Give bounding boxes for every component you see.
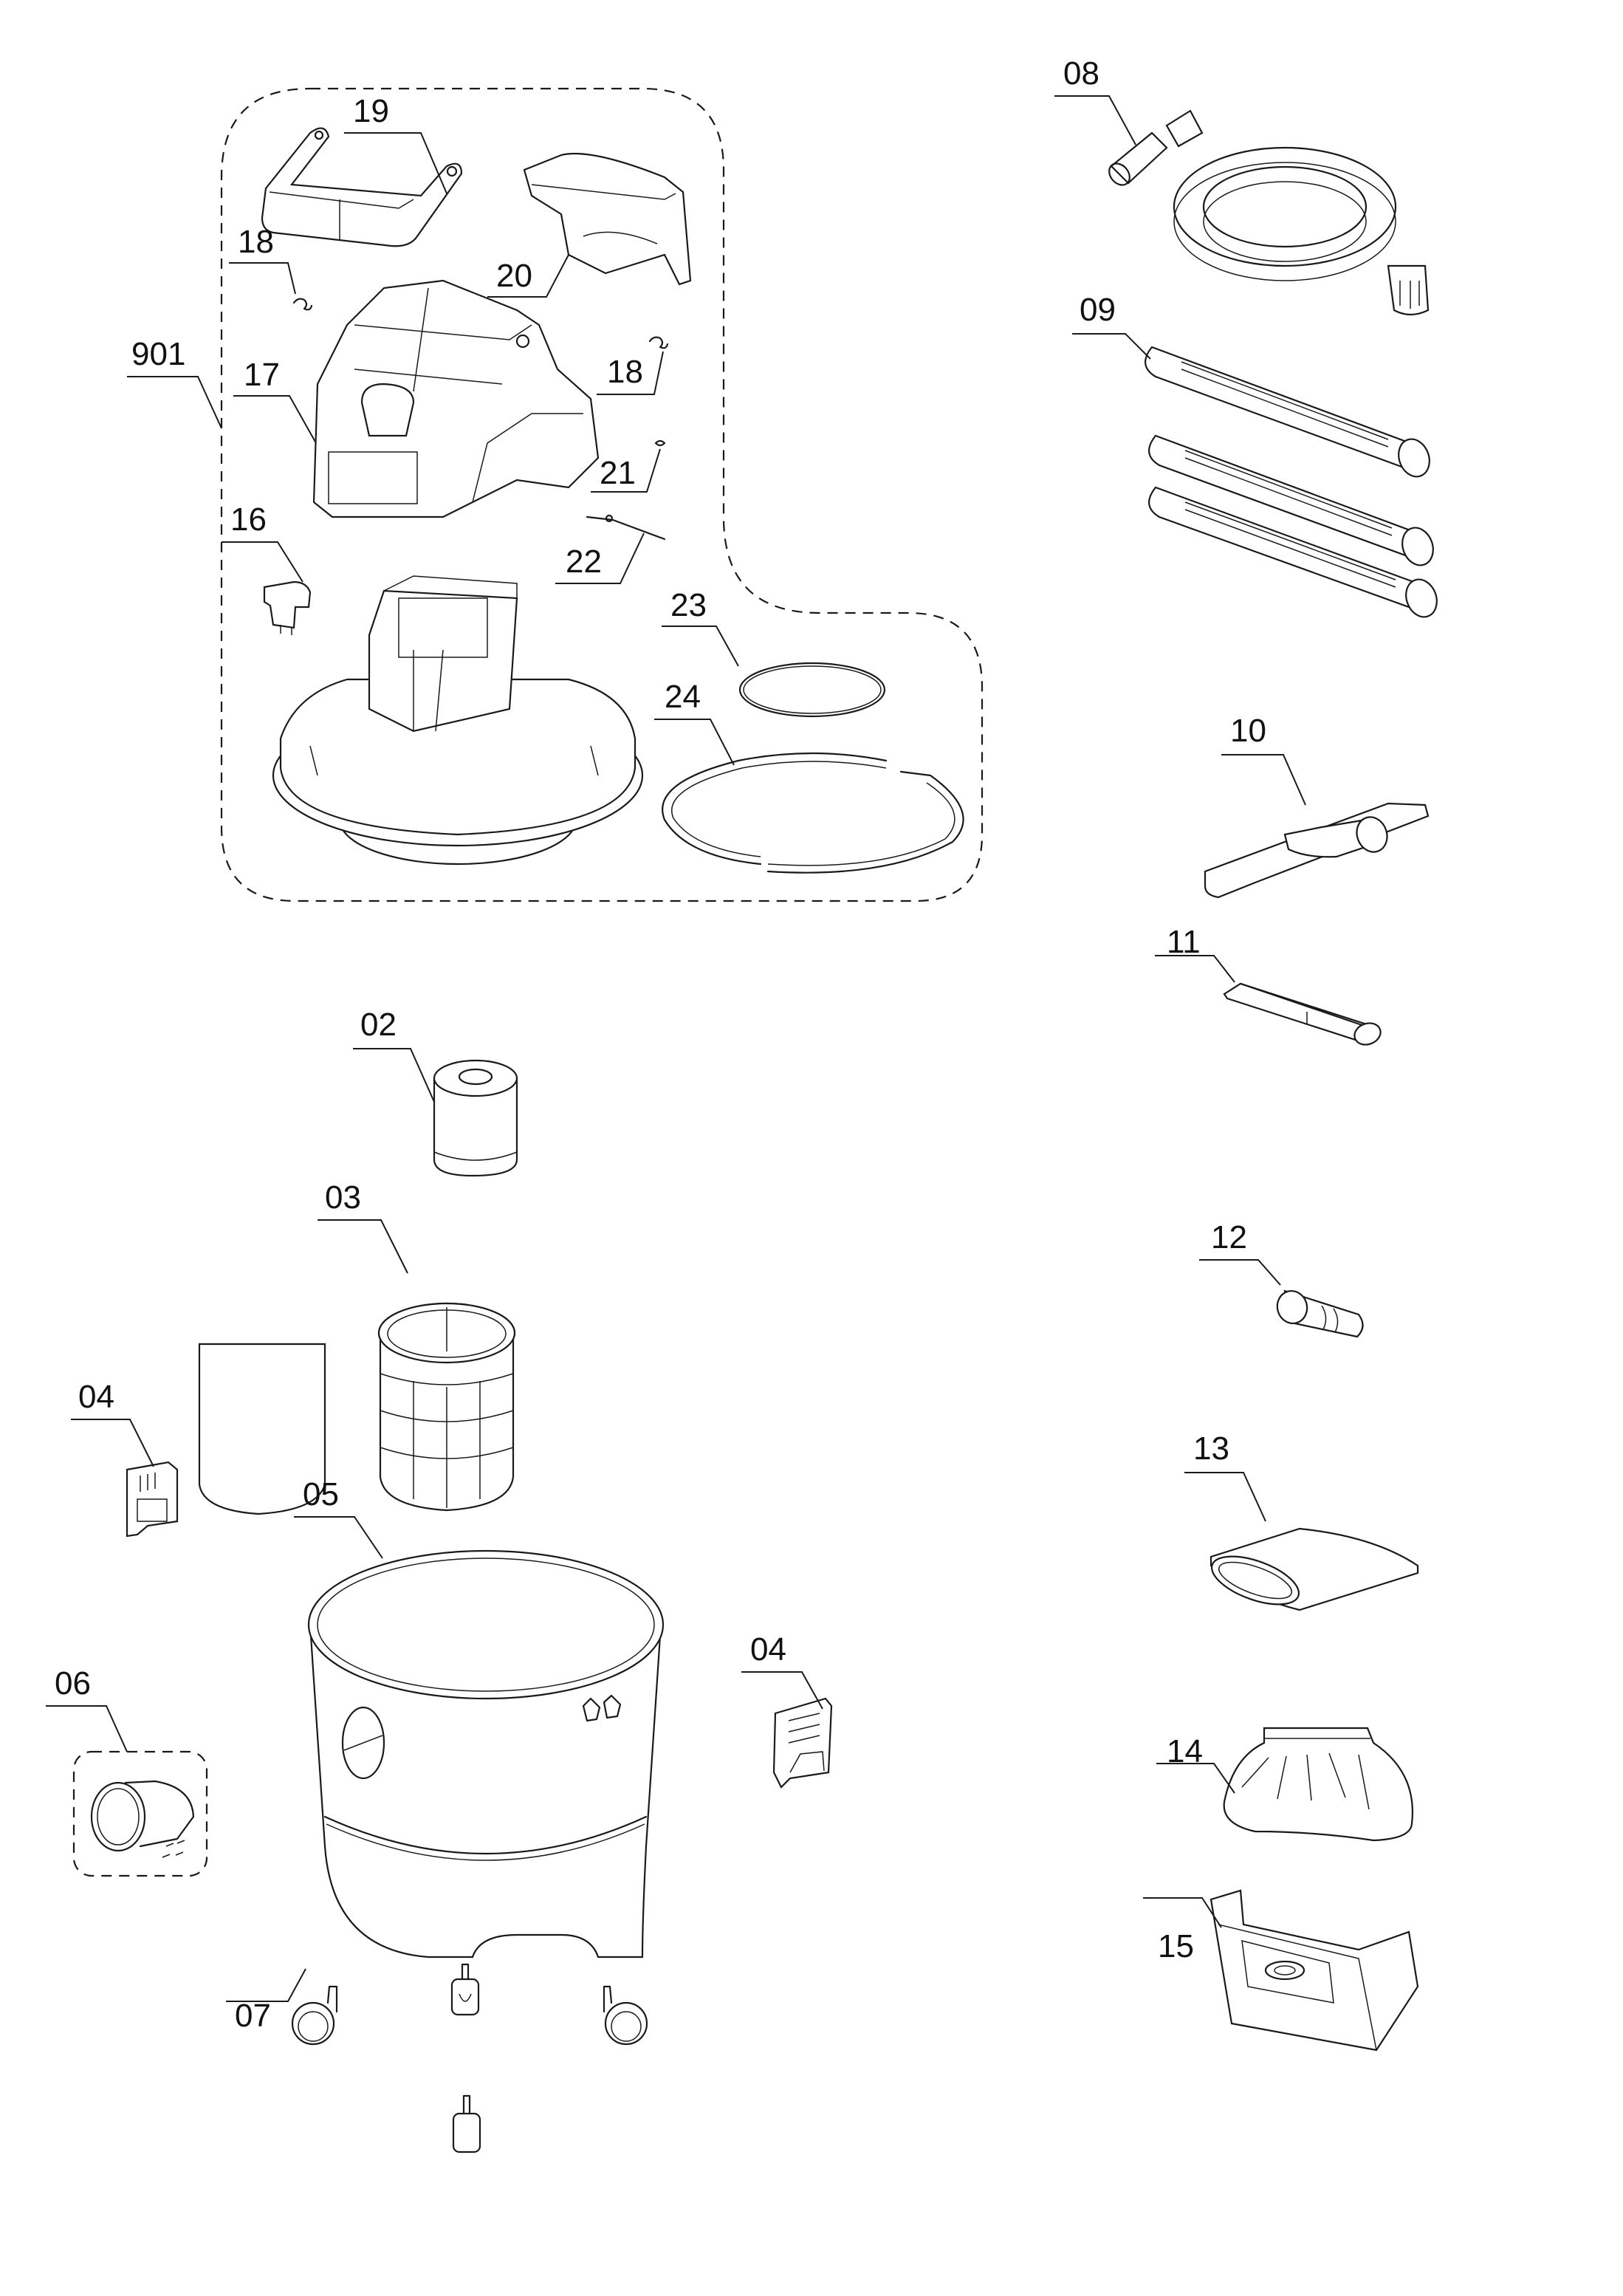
callout-02: 02 xyxy=(353,1007,435,1103)
callout-10-label: 10 xyxy=(1230,713,1266,749)
callout-18a-label: 18 xyxy=(238,224,274,260)
callout-05-label: 05 xyxy=(303,1476,339,1512)
part-14-cloth-bag xyxy=(1223,1727,1413,1842)
callout-17-label: 17 xyxy=(244,357,280,393)
callout-13: 13 xyxy=(1184,1430,1266,1522)
part-12-adapter xyxy=(1276,1289,1364,1338)
callout-20-label: 20 xyxy=(496,258,532,294)
callout-901: 901 xyxy=(127,336,222,429)
part-09-extension-tubes xyxy=(1145,346,1438,618)
callout-11: 11 xyxy=(1155,924,1235,983)
assembly-901-outline xyxy=(220,87,984,902)
callout-22: 22 xyxy=(555,532,645,584)
callout-19-label: 19 xyxy=(353,93,389,129)
callout-24-label: 24 xyxy=(665,679,701,715)
callout-21-label: 21 xyxy=(600,455,636,491)
part-16-switch xyxy=(263,580,312,635)
callout-03: 03 xyxy=(318,1179,408,1274)
part-18-clip-right xyxy=(648,336,669,349)
callout-04b: 04 xyxy=(741,1631,823,1710)
callout-22-label: 22 xyxy=(566,544,602,580)
part-08-hose xyxy=(1108,109,1430,316)
callout-18b: 18 xyxy=(597,351,664,395)
part-03-cage-body xyxy=(377,1302,516,1512)
callout-20: 20 xyxy=(487,254,569,298)
callout-11-label: 11 xyxy=(1167,924,1201,960)
callout-901-label: 901 xyxy=(131,336,185,372)
part-17-motor-housing xyxy=(312,279,600,518)
callout-10: 10 xyxy=(1221,713,1306,806)
callout-04a: 04 xyxy=(71,1379,154,1467)
callout-16-label: 16 xyxy=(230,501,267,538)
callout-06: 06 xyxy=(46,1665,128,1752)
callout-21: 21 xyxy=(591,448,661,493)
callout-15-label: 15 xyxy=(1158,1928,1194,1964)
callout-02-label: 02 xyxy=(360,1007,397,1043)
part-24-split-gasket xyxy=(662,752,964,874)
callout-04a-label: 04 xyxy=(78,1379,114,1415)
part-04-latch-right xyxy=(772,1697,833,1789)
part-07-castor-back xyxy=(450,1963,480,2016)
part-10-floor-nozzle xyxy=(1204,802,1430,899)
callout-06-label: 06 xyxy=(55,1665,91,1702)
part-15-paper-bag xyxy=(1209,1889,1419,2052)
part-19-handle xyxy=(261,127,463,247)
callout-14: 14 xyxy=(1156,1733,1235,1794)
part-07-castor-front xyxy=(452,2094,481,2153)
callout-09-label: 09 xyxy=(1080,292,1116,328)
part-23-seal-ring xyxy=(738,662,886,718)
callout-16: 16 xyxy=(222,501,303,583)
part-04-latch-left xyxy=(126,1461,179,1538)
callout-05: 05 xyxy=(294,1476,383,1559)
callout-09: 09 xyxy=(1072,292,1151,360)
part-05-tank xyxy=(307,1549,665,1959)
part-07-castor-front-right xyxy=(603,1985,648,2046)
callout-08: 08 xyxy=(1054,55,1136,145)
callout-15: 15 xyxy=(1143,1897,1222,1964)
part-21-spring xyxy=(654,439,666,447)
callout-17: 17 xyxy=(233,357,317,444)
callout-07-label: 07 xyxy=(235,1998,271,2034)
part-18-clip-left xyxy=(292,298,313,311)
part-07-castor-front-left xyxy=(291,1985,338,2046)
part-02-cartridge-filter xyxy=(433,1059,518,1177)
callout-04b-label: 04 xyxy=(750,1631,786,1668)
callout-19: 19 xyxy=(344,93,447,194)
callout-18a: 18 xyxy=(229,224,296,295)
callout-03-label: 03 xyxy=(325,1179,361,1216)
part-20-cover xyxy=(523,152,692,286)
part-13-wet-nozzle xyxy=(1209,1527,1419,1611)
part-11-crevice-nozzle xyxy=(1223,982,1382,1046)
part-22-pin xyxy=(586,514,666,541)
callout-24: 24 xyxy=(654,679,735,766)
callout-13-label: 13 xyxy=(1193,1430,1229,1467)
part-motor-unit xyxy=(272,575,644,866)
callout-07: 07 xyxy=(226,1968,306,2034)
part-06-inlet-connector xyxy=(72,1750,208,1877)
callout-08-label: 08 xyxy=(1063,55,1099,92)
callout-12-label: 12 xyxy=(1211,1219,1247,1255)
callout-23-label: 23 xyxy=(670,587,707,623)
callout-12: 12 xyxy=(1199,1219,1281,1286)
callout-23: 23 xyxy=(662,587,739,667)
callout-18b-label: 18 xyxy=(607,354,643,390)
